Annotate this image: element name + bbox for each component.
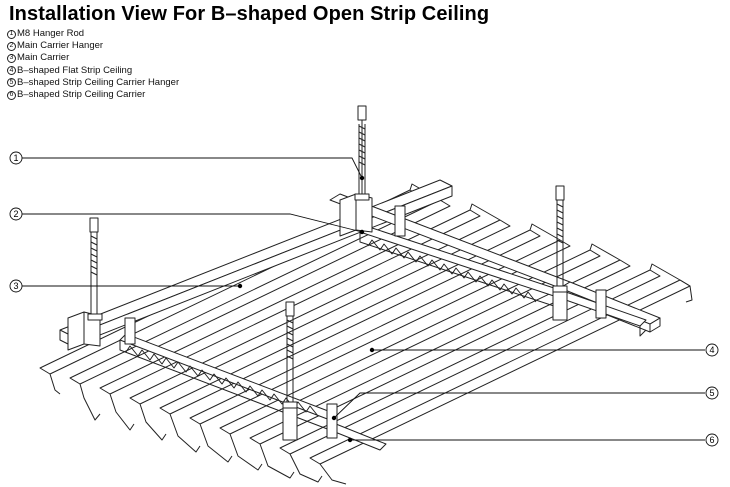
legend-label: M8 Hanger Rod	[17, 28, 85, 39]
legend-label: B–shaped Flat Strip Ceiling	[17, 64, 133, 76]
callout-3: 3	[9, 279, 23, 293]
strip-panel	[189, 239, 571, 463]
strip-panel	[69, 199, 451, 421]
callout-4: 4	[705, 343, 719, 357]
legend-number: 2	[7, 41, 16, 51]
main-carrier-hanger	[339, 193, 406, 237]
legend-number: 1	[7, 29, 16, 39]
callout-dots	[237, 175, 375, 443]
legend-number: 4	[7, 66, 16, 76]
diagram-title: Installation View For B–shaped Open Stri…	[9, 3, 490, 25]
strip-carrier-hanger	[282, 401, 338, 441]
hanger-rod	[89, 217, 99, 322]
callout-number: 6	[709, 435, 714, 445]
callout-number: 5	[709, 388, 714, 398]
legend-label: B–shaped Strip Ceiling Carrier	[17, 89, 146, 101]
legend-label: B–shaped Strip Ceiling Carrier Hanger	[17, 76, 180, 88]
legend-number: 3	[7, 54, 16, 63]
legend-number: 6	[7, 90, 16, 100]
strip-carrier-front	[119, 333, 387, 451]
main-carrier-hanger	[67, 311, 136, 351]
callout-number: 3	[13, 281, 18, 291]
legend-label: Main Carrier	[17, 52, 70, 64]
callout-number: 2	[13, 209, 18, 219]
hanger-rod	[357, 105, 367, 200]
callout-5: 5	[705, 386, 719, 400]
callout-2: 2	[9, 207, 23, 221]
callout-number: 4	[709, 345, 714, 355]
strip-panel	[219, 249, 601, 471]
strip-panel	[129, 219, 511, 441]
main-carrier-right	[329, 193, 661, 333]
strip-panel	[159, 229, 541, 453]
hanger-rod	[555, 185, 565, 290]
strip-panel	[249, 259, 631, 479]
legend-label: Main Carrier Hanger	[17, 40, 104, 52]
legend-number: 5	[7, 78, 16, 88]
callout-lines	[22, 157, 705, 441]
callout-6: 6	[705, 433, 719, 447]
callout-number: 1	[13, 153, 18, 163]
strip-carrier-hanger	[552, 285, 607, 321]
callout-1: 1	[9, 151, 23, 165]
hanger-rod	[285, 301, 295, 404]
